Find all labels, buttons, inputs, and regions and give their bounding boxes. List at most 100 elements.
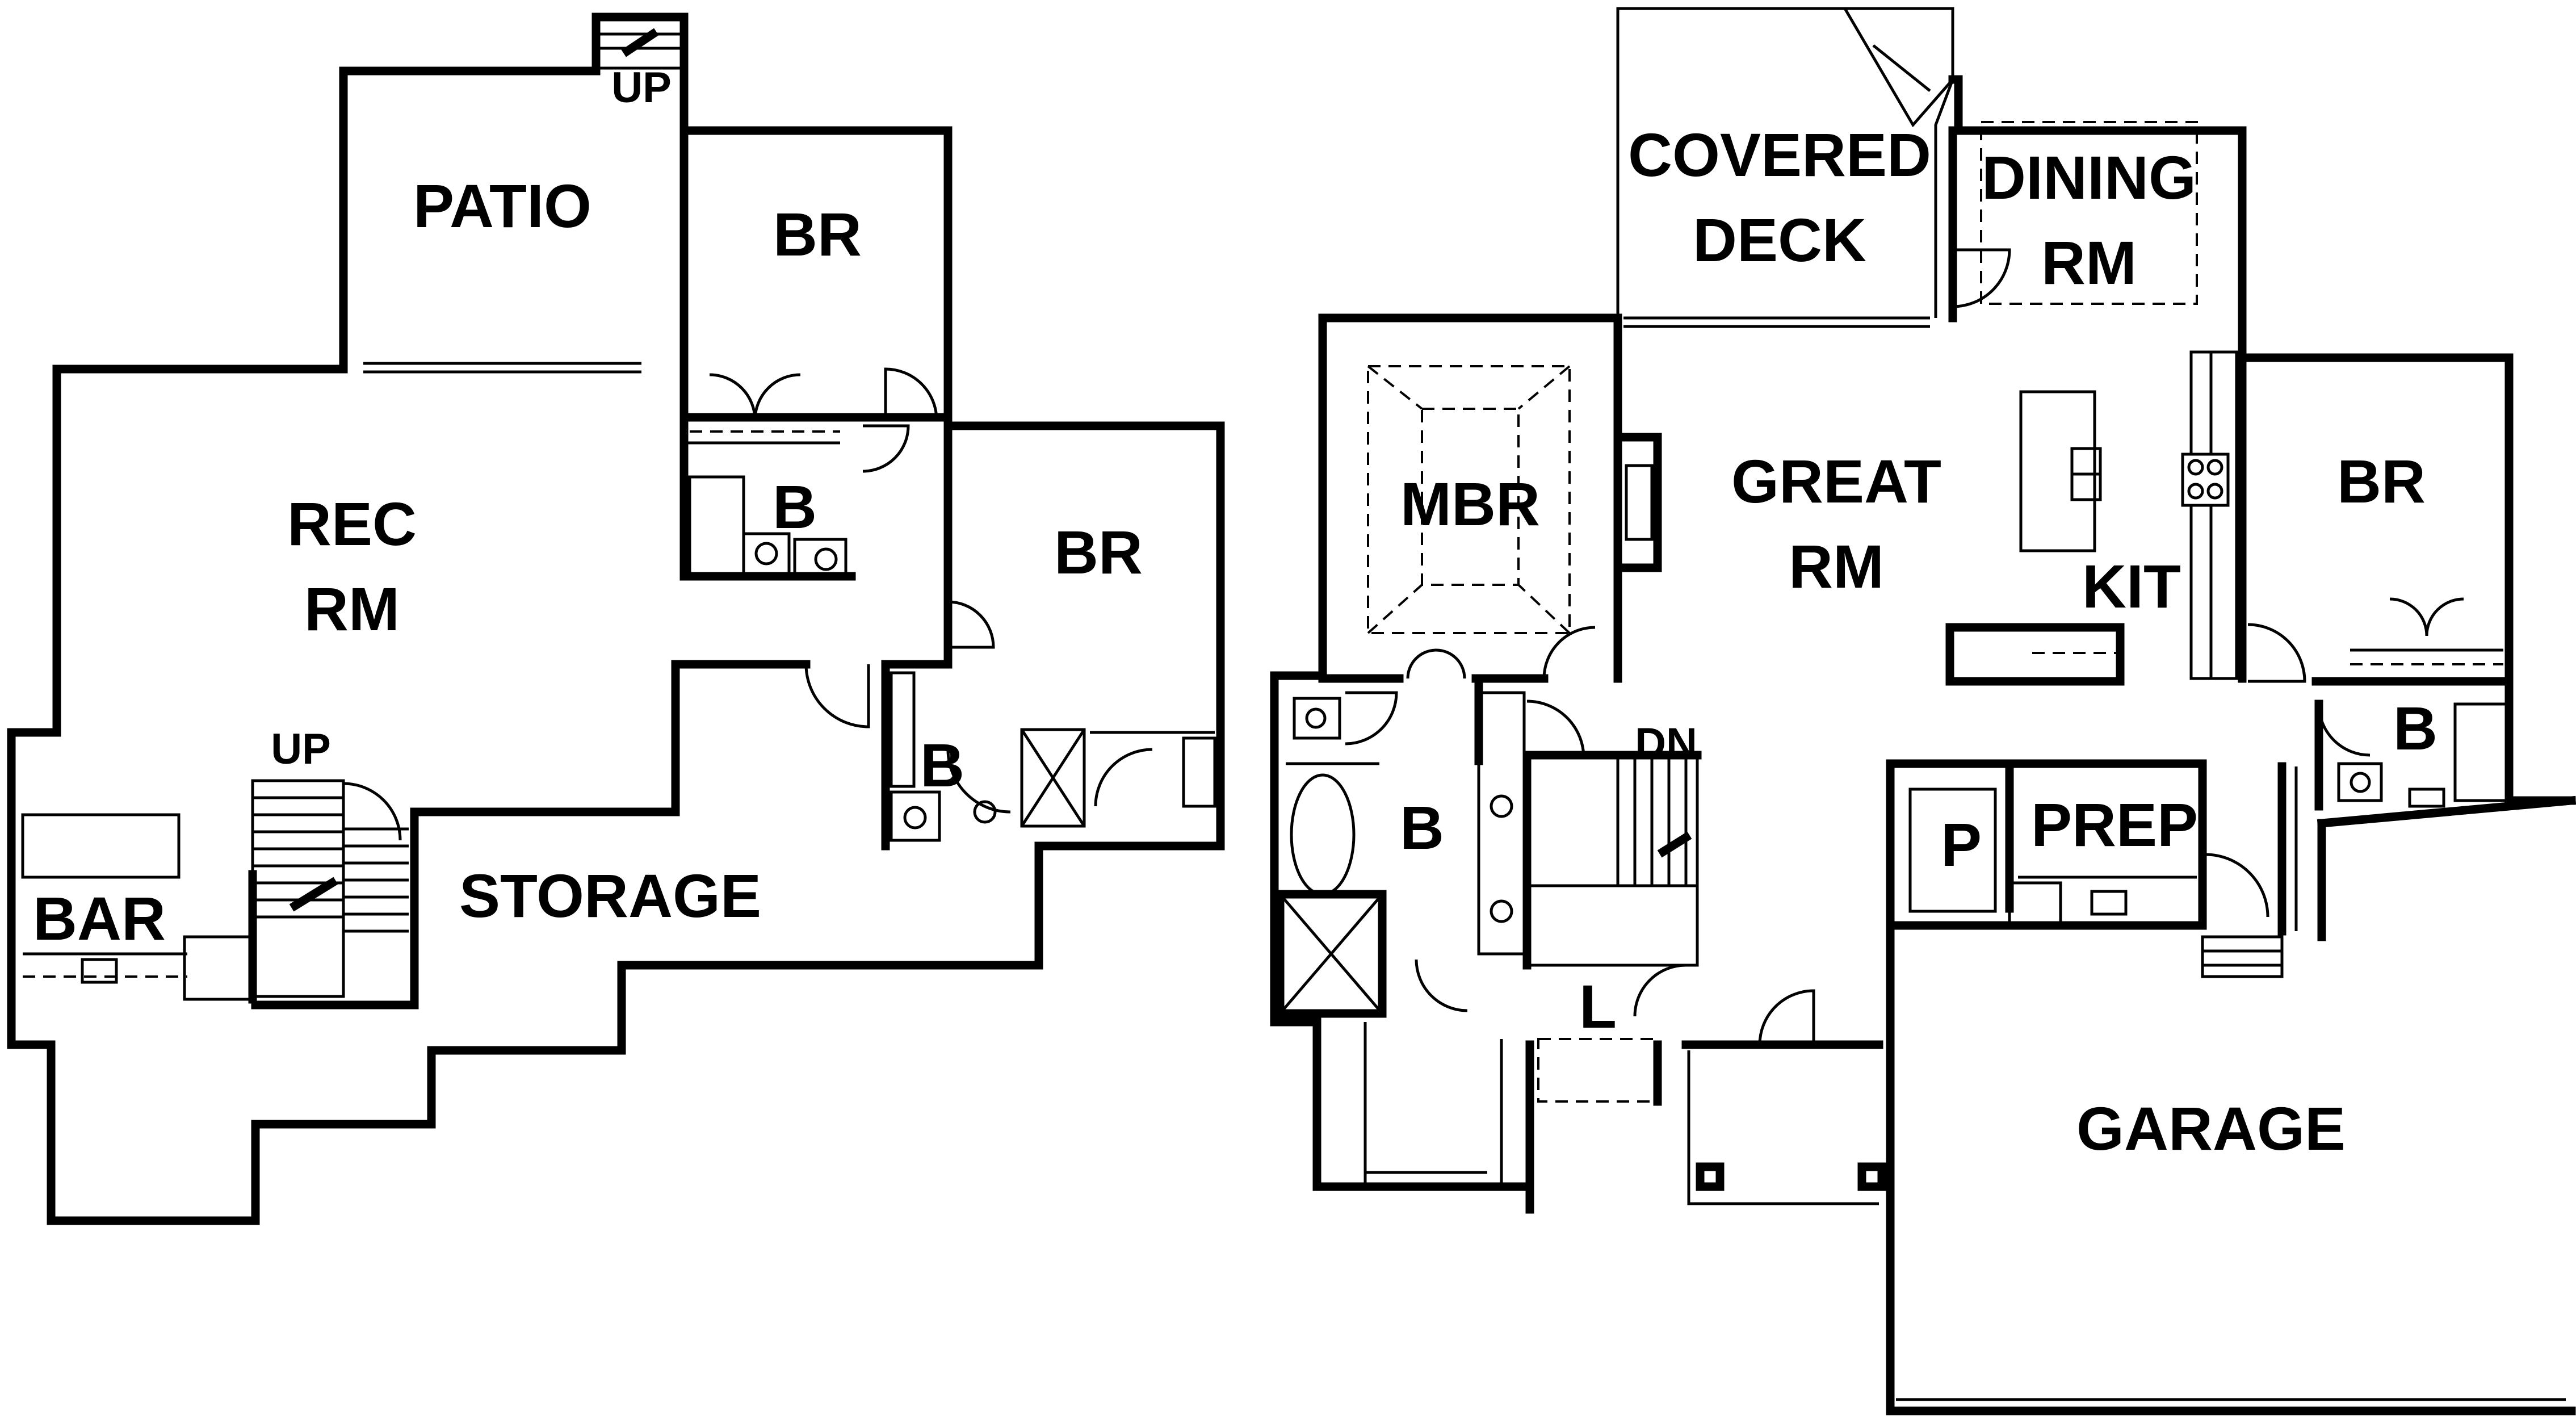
lower-level-plan: PATIO BR REC RM B BR B BAR STORAGE UP UP xyxy=(7,12,1225,1225)
vanity-sink-2-icon xyxy=(1490,899,1513,923)
pantry-shelves xyxy=(1908,788,1997,913)
main-stair-treads xyxy=(1527,755,1697,887)
bath-right-label: B xyxy=(2393,694,2437,763)
bar-label: BAR xyxy=(33,884,166,953)
cooktop-icon xyxy=(2181,453,2230,507)
bath-right-sink-icon xyxy=(2408,788,2445,808)
kitchen-counter xyxy=(2189,350,2238,680)
bar-sink-icon xyxy=(81,958,118,984)
burner-3-icon xyxy=(2187,483,2204,500)
stair-down-label: DN xyxy=(1635,719,1697,768)
lower-stair-treads xyxy=(253,796,409,933)
tub-icon xyxy=(688,475,745,578)
tray-diag-1 xyxy=(1367,365,1423,410)
master-tub-icon xyxy=(1290,773,1356,896)
sink-lower-icon xyxy=(973,800,997,824)
mbr-label: MBR xyxy=(1400,470,1540,538)
main-stair-arrow xyxy=(1657,831,1692,858)
stair-door-swing xyxy=(343,782,402,841)
burner-1-icon xyxy=(2187,459,2204,476)
master-vanity xyxy=(1477,691,1526,956)
garage-label: GARAGE xyxy=(2076,1094,2346,1163)
kitchen-bar xyxy=(1945,623,2125,686)
bath-lower-door-swing xyxy=(946,749,1011,814)
vanity-sink-1-icon xyxy=(1490,794,1513,818)
dining-ceiling xyxy=(1980,121,2198,305)
tray-diag-2 xyxy=(1517,365,1571,410)
prep-label: PREP xyxy=(2031,790,2198,859)
storage-door-swing xyxy=(804,664,870,728)
prep-appliance xyxy=(2008,881,2062,927)
great-rm-label-1: GREAT xyxy=(1731,447,1941,516)
bar-fridge xyxy=(183,935,254,1001)
main-exterior-wall-east xyxy=(1948,75,2576,805)
rec-rm-label-1: REC xyxy=(287,489,417,558)
covered-deck-label-1: COVERED xyxy=(1628,120,1931,189)
lower-exterior-wall xyxy=(7,12,1225,1225)
bath-top-label: B xyxy=(773,472,817,541)
patio-stair xyxy=(597,18,683,70)
dining-label-2: RM xyxy=(2041,228,2137,297)
porch-column-2 xyxy=(1857,1162,1886,1191)
laundry-door-swing xyxy=(1633,964,1686,1017)
burner-4-icon xyxy=(2206,483,2223,500)
br-top-label: BR xyxy=(773,200,862,269)
master-toilet-icon xyxy=(1293,697,1341,740)
rec-rm-label-2: RM xyxy=(304,575,400,643)
stair-arrow xyxy=(289,877,338,912)
porch-column-1 xyxy=(1696,1162,1725,1191)
tray-diag-4 xyxy=(1517,584,1571,634)
mbr-entry-swing xyxy=(1542,626,1596,679)
bath-right-toilet-icon xyxy=(2337,762,2383,802)
br-main-door-swing xyxy=(2247,623,2306,683)
storage-label: STORAGE xyxy=(459,861,761,930)
br-main-closet-swing xyxy=(2389,597,2464,636)
br-right-label: BR xyxy=(1054,518,1143,587)
prep-sink-icon xyxy=(2090,890,2128,916)
kitchen-island xyxy=(2019,390,2096,552)
pantry-label: P xyxy=(1941,810,1982,879)
fireplace-hearth xyxy=(1625,464,1654,541)
garage-wall xyxy=(1886,759,2576,1415)
garage-steps xyxy=(2201,935,2284,978)
mbr-door-swing xyxy=(1406,648,1466,679)
toilet-lower-icon xyxy=(890,790,941,842)
shower-x2 xyxy=(1020,728,1086,827)
prep-door-swing xyxy=(2205,853,2269,918)
br-right-closet-swing xyxy=(1094,748,1153,807)
master-bath-label: B xyxy=(1400,793,1444,862)
main-level-plan: COVERED DECK DINING RM MBR GREAT RM KIT … xyxy=(1270,7,2576,1415)
grill-corner-inner xyxy=(1872,44,1931,92)
bath-lower-counter xyxy=(890,671,916,788)
closet-door-swing xyxy=(709,373,801,421)
stair-up-label: UP xyxy=(271,725,331,773)
storage-wall xyxy=(251,660,811,1010)
sink-bowl-icon xyxy=(754,542,778,566)
bar-counter xyxy=(21,813,181,879)
master-toilet-bowl-icon xyxy=(1305,707,1327,729)
kit-label: KIT xyxy=(2082,552,2181,621)
bath-right-toilet-bowl-icon xyxy=(2350,772,2371,793)
great-rm-label-2: RM xyxy=(1789,532,1884,601)
front-porch xyxy=(1687,1050,1879,1205)
dining-door-swing xyxy=(1952,248,2011,308)
bath-right-door-swing xyxy=(2317,703,2371,757)
patio-stair-up-label: UP xyxy=(611,64,672,112)
master-wc-door-swing xyxy=(1345,691,1398,745)
toilet-bowl-icon xyxy=(814,547,838,571)
master-shower-x2 xyxy=(1279,893,1383,1015)
laundry-cabinets xyxy=(1537,1038,1656,1103)
toilet-icon xyxy=(793,538,848,578)
covered-deck-label-2: DECK xyxy=(1693,206,1866,274)
main-exterior-wall xyxy=(1270,313,1622,1191)
patio-label: PATIO xyxy=(413,171,591,240)
br-main-label: BR xyxy=(2337,447,2426,516)
burner-2-icon xyxy=(2206,459,2223,476)
br-top-door-swing xyxy=(884,367,938,421)
br-right-door-swing xyxy=(947,600,995,649)
bath-right-tub-icon xyxy=(2453,702,2508,802)
closet-shelf-right xyxy=(1182,736,1216,808)
dining-label-1: DINING xyxy=(1982,143,2196,212)
master-closet-swing xyxy=(1415,959,1468,1012)
main-stair xyxy=(1525,753,1699,967)
